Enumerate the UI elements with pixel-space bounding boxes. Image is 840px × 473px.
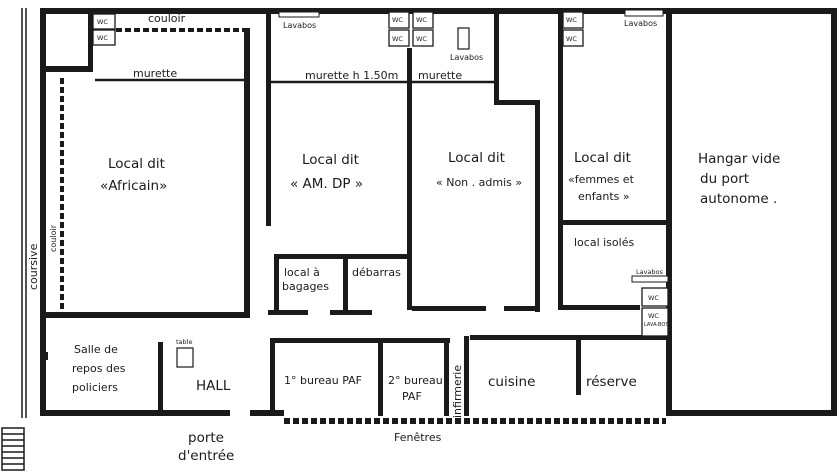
room-hangar: Hangar vide du port autonome . (698, 151, 780, 207)
murette-1-label: murette (133, 67, 177, 80)
room-isoles: local isolés (574, 236, 634, 249)
room-bureau-1: 1° bureau PAF (284, 374, 362, 387)
svg-text:enfants »: enfants » (578, 190, 630, 203)
porte-label-line2: d'entrée (178, 448, 234, 464)
couloir-side-label: couloir (49, 224, 58, 252)
room-hall: HALL (196, 378, 231, 394)
svg-text:policiers: policiers (72, 381, 118, 394)
wc-label: WC (566, 16, 577, 24)
fenetres-label: Fenêtres (394, 431, 442, 444)
svg-text:Local dit: Local dit (302, 152, 359, 168)
wc-label: WC (392, 16, 403, 24)
table-label: table (176, 338, 192, 346)
wc-group-2: WC WC WC WC (388, 11, 434, 47)
table-icon (176, 347, 194, 368)
lavabos-1-label: Lavabos (283, 21, 316, 30)
wc-label: WC (97, 18, 108, 26)
lavabos-2-label: Lavabos (450, 53, 483, 62)
lavabos-4-label: Lavabos (636, 268, 664, 276)
svg-text:Local dit: Local dit (574, 150, 631, 166)
room-femmes-enfants: Local dit «femmes et enfants » (568, 150, 635, 203)
svg-text:autonome .: autonome . (700, 191, 777, 207)
room-bureau-2: 2° bureau PAF (388, 374, 443, 403)
lavabo-box-2 (457, 27, 470, 50)
lavabo-box-3 (624, 9, 664, 17)
wc-label: WC (416, 16, 427, 24)
wc-label: WC (416, 35, 427, 43)
svg-text:«Africain»: «Africain» (100, 178, 167, 194)
room-cuisine: cuisine (488, 374, 535, 390)
porte-label-line1: porte (188, 430, 224, 446)
room-bagages: local à bagages (282, 266, 329, 293)
murette-2-label: murette h 1.50m (305, 69, 398, 82)
svg-text:Salle de: Salle de (74, 343, 118, 356)
room-infirmerie: infirmerie (451, 365, 464, 418)
interior-walls (40, 14, 672, 416)
wc-label: WC (97, 34, 108, 42)
room-am-dp: Local dit « AM. DP » (290, 152, 363, 192)
room-non-admis: Local dit « Non . admis » (436, 150, 522, 189)
svg-text:« AM. DP »: « AM. DP » (290, 176, 363, 192)
svg-text:PAF: PAF (402, 390, 422, 403)
svg-text:«femmes et: «femmes et (568, 173, 635, 186)
svg-text:repos des: repos des (72, 362, 126, 375)
couloir-top-label: couloir (148, 12, 186, 25)
outer-walls (40, 8, 837, 416)
svg-text:Local dit: Local dit (448, 150, 505, 166)
wc-group-1: WC WC (92, 13, 116, 46)
room-debarras: débarras (352, 266, 401, 279)
lavabos-3-label: Lavabos (624, 19, 657, 28)
lavabos-small-label: LAVA-BOS (644, 322, 669, 328)
lavabo-box-1 (278, 11, 320, 18)
stairs-icon (1, 427, 25, 471)
room-africain: Local dit «Africain» (100, 156, 167, 194)
lavabo-box-4 (631, 275, 669, 283)
coursive-label: coursive (27, 243, 40, 290)
room-reserve: réserve (586, 374, 637, 390)
wc-group-3: WC WC (562, 11, 584, 47)
wc-label: WC (648, 294, 659, 302)
wc-label: WC (392, 35, 403, 43)
svg-text:local à: local à (284, 266, 320, 279)
coursive-rail (21, 8, 27, 418)
wc-group-4: WC WC LAVA-BOS (641, 287, 669, 337)
wc-label: WC (648, 312, 659, 320)
wc-label: WC (566, 35, 577, 43)
svg-text:bagages: bagages (282, 280, 329, 293)
svg-text:du port: du port (700, 171, 749, 187)
room-salle-repos: Salle de repos des policiers (72, 343, 126, 394)
svg-text:« Non . admis »: « Non . admis » (436, 176, 522, 189)
svg-text:Local dit: Local dit (108, 156, 165, 172)
svg-text:Hangar vide: Hangar vide (698, 151, 780, 167)
murette-3-label: murette (418, 69, 462, 82)
svg-text:2° bureau: 2° bureau (388, 374, 443, 387)
